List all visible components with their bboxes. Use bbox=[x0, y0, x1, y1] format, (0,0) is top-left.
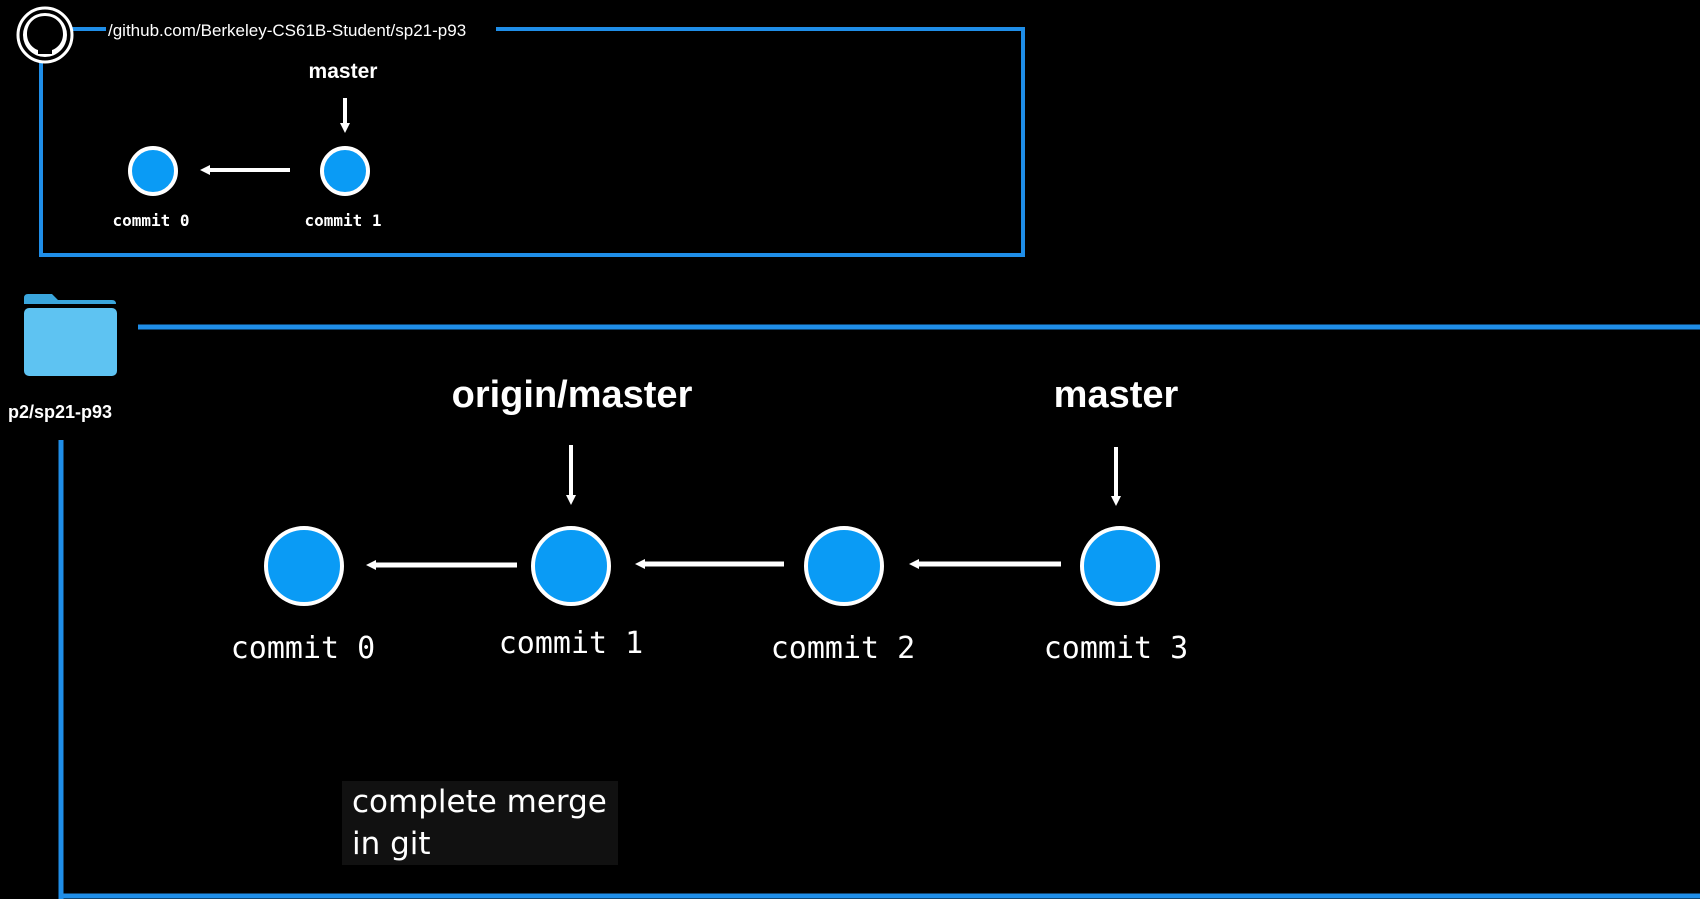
github-icon bbox=[16, 6, 74, 64]
local-commit-label: commit 2 bbox=[771, 631, 916, 666]
remote-url: /github.com/Berkeley-CS61B-Student/sp21-… bbox=[108, 21, 466, 40]
local-commit-node bbox=[531, 526, 611, 606]
remote-commit-label: commit 0 bbox=[112, 211, 189, 230]
remote-commit-node bbox=[128, 146, 178, 196]
remote-repo-frame bbox=[39, 27, 1025, 257]
subtitle-caption: complete merge in git bbox=[342, 781, 618, 865]
folder-label: p2/sp21-p93 bbox=[8, 402, 113, 422]
origin-master-label: origin/master bbox=[452, 374, 693, 416]
local-commit-label: commit 3 bbox=[1044, 631, 1189, 666]
remote-branch-label: master bbox=[309, 60, 378, 83]
remote-commit-node bbox=[320, 146, 370, 196]
local-commit-node bbox=[264, 526, 344, 606]
master-label: master bbox=[1054, 374, 1179, 416]
caption-line: complete merge bbox=[352, 784, 607, 820]
local-commit-label: commit 1 bbox=[499, 626, 644, 661]
folder-icon bbox=[24, 294, 117, 376]
remote-commit-label: commit 1 bbox=[304, 211, 381, 230]
local-commit-node bbox=[1080, 526, 1160, 606]
local-commit-node bbox=[804, 526, 884, 606]
caption-line: in git bbox=[352, 826, 431, 862]
local-commit-label: commit 0 bbox=[231, 631, 376, 666]
